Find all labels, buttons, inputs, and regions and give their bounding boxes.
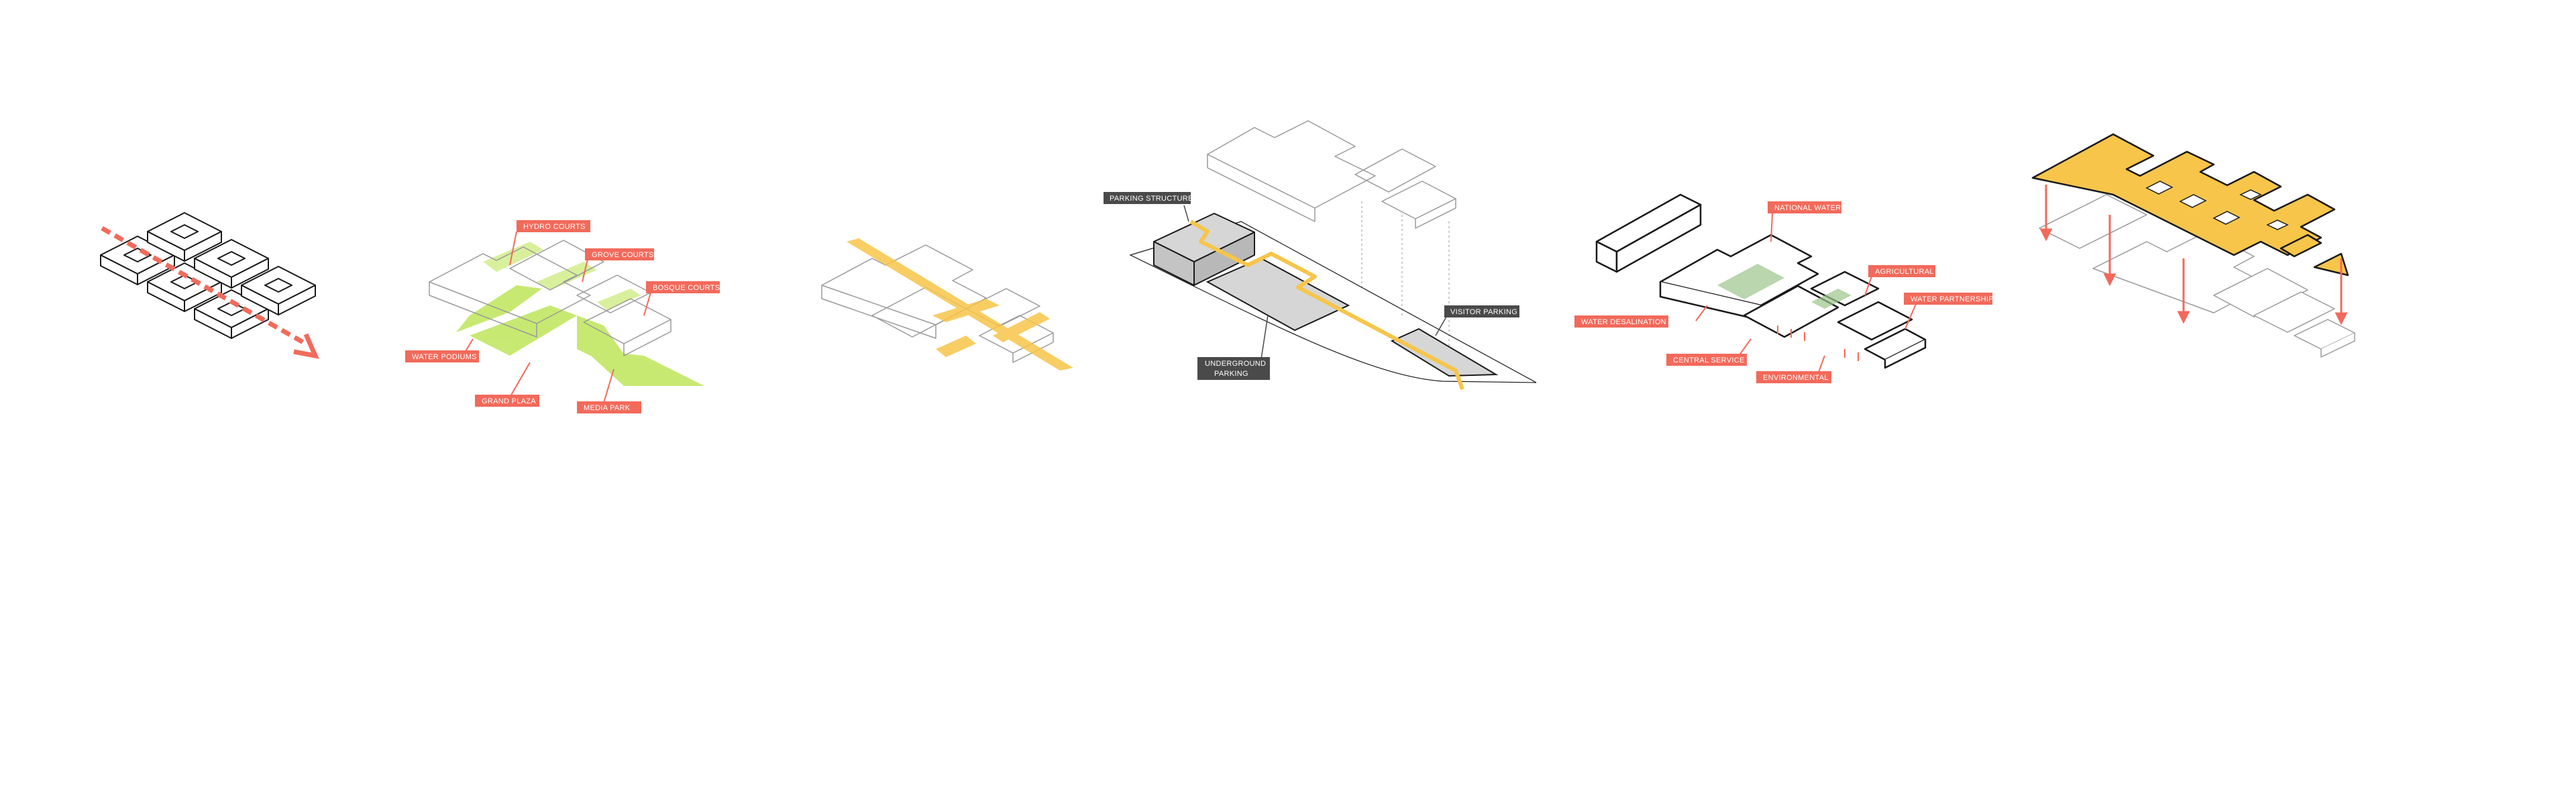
drop-lines (1361, 201, 1450, 349)
label-underground-parking: UNDERGROUND PARKING (1197, 357, 1270, 380)
svg-text:MEDIA PARK: MEDIA PARK (584, 404, 631, 412)
label-visitor-parking: VISITOR PARKING (1444, 305, 1519, 317)
svg-text:UNDERGROUND: UNDERGROUND (1205, 360, 1266, 368)
label-environmental: ENVIRONMENTAL (1756, 371, 1831, 383)
label-water-desalination: WATER DESALINATION (1574, 315, 1668, 328)
svg-text:WATER PODIUMS: WATER PODIUMS (412, 353, 477, 361)
svg-text:GRAND PLAZA: GRAND PLAZA (482, 397, 536, 405)
label-grand-plaza: GRAND PLAZA (475, 395, 539, 407)
panel-6-roof (2031, 133, 2355, 358)
circulation-arrow (101, 226, 319, 359)
yellow-roof (2031, 133, 2349, 277)
label-agricultural: AGRICULTURAL (1868, 265, 1935, 277)
svg-text:CENTRAL SERVICE: CENTRAL SERVICE (1673, 356, 1745, 364)
label-national-water: NATIONAL WATER (1768, 201, 1841, 213)
block-2 (147, 212, 222, 262)
svg-text:PARKING STRUCTURE: PARKING STRUCTURE (1110, 195, 1193, 203)
visitor-parking-plane (1390, 328, 1499, 377)
svg-text:ENVIRONMENTAL: ENVIRONMENTAL (1763, 374, 1829, 382)
panel-4-leaders (1183, 205, 1447, 360)
svg-text:BOSQUE COURTS: BOSQUE COURTS (653, 284, 720, 292)
drop-arrows (2039, 185, 2348, 326)
svg-text:WATER DESALINATION: WATER DESALINATION (1581, 318, 1666, 326)
floating-roof-ghost (1207, 120, 1456, 229)
svg-text:WATER PARTNERSHIP: WATER PARTNERSHIP (1911, 295, 1994, 303)
underground-parking-plane (1205, 257, 1350, 332)
yellow-path-3 (847, 238, 1073, 371)
block-4 (194, 239, 269, 289)
panel-3-circulation (821, 238, 1073, 371)
label-bosque-courts: BOSQUE COURTS (646, 281, 720, 293)
label-central-service: CENTRAL SERVICE (1666, 354, 1747, 366)
label-hydro-courts: HYDRO COURTS (517, 220, 590, 232)
block-6 (241, 266, 316, 315)
svg-text:HYDRO COURTS: HYDRO COURTS (523, 223, 586, 231)
panel-5-program: NATIONAL WATER AGRICULTURAL WATER PARTNE… (1574, 193, 1994, 383)
label-water-partnership: WATER PARTNERSHIP (1904, 293, 1994, 305)
site-outline (1129, 221, 1537, 383)
label-grove-courts: GROVE COURTS (585, 248, 654, 260)
ghost-massing (429, 240, 672, 356)
label-parking-structure: PARKING STRUCTURE (1104, 192, 1193, 204)
ghost-massing-6 (2039, 194, 2355, 358)
svg-text:VISITOR PARKING: VISITOR PARKING (1450, 308, 1517, 316)
roof-openings (2145, 181, 2289, 230)
svg-text:NATIONAL WATER: NATIONAL WATER (1774, 204, 1841, 212)
program-red-marks (1777, 326, 1859, 361)
panel-4-parking: PARKING STRUCTURE UNDERGROUND PARKING VI… (1104, 120, 1537, 391)
label-water-podiums: WATER PODIUMS (405, 350, 479, 362)
label-media-park: MEDIA PARK (577, 401, 641, 413)
yellow-route-4 (1189, 219, 1464, 391)
svg-text:GROVE COURTS: GROVE COURTS (592, 251, 654, 259)
svg-text:AGRICULTURAL: AGRICULTURAL (1875, 268, 1934, 276)
panel-1-courtyard-grid (100, 212, 316, 339)
panel-2-leaders (462, 231, 651, 403)
panel-2-courts: HYDRO COURTS GROVE COURTS BOSQUE COURTS … (405, 220, 720, 413)
program-internal-fill (1717, 264, 1851, 309)
program-massing (1595, 193, 1927, 369)
svg-text:PARKING: PARKING (1214, 370, 1248, 378)
green-planes (456, 242, 704, 386)
